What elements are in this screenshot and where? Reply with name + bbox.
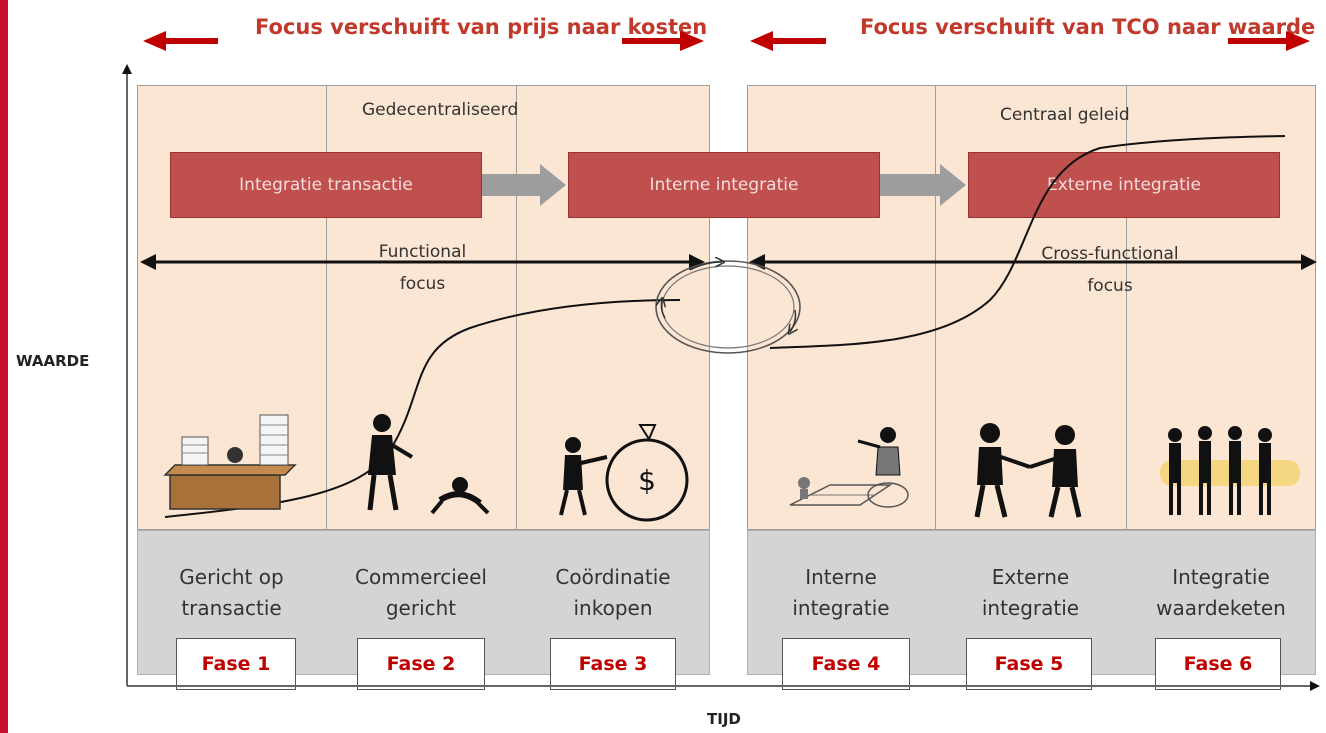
title-arrow-left-1 bbox=[143, 31, 218, 51]
phase-name-4: Interne integratie bbox=[792, 565, 890, 620]
phase-name-5: Externe integratie bbox=[981, 565, 1080, 620]
grey-arrow-1 bbox=[482, 164, 566, 206]
x-axis-label: TIJD bbox=[707, 710, 741, 728]
value-curve-left bbox=[164, 299, 681, 518]
fase-label-6: Fase 6 bbox=[1155, 638, 1281, 690]
title-arrow-right-1 bbox=[622, 31, 704, 51]
svg-text:$: $ bbox=[638, 464, 656, 497]
integration-bar-transaction: Integratie transactie bbox=[170, 152, 482, 218]
integration-bar-external: Externe integratie bbox=[968, 152, 1280, 218]
salesman-illustration bbox=[367, 414, 490, 515]
chess-illustration bbox=[789, 427, 909, 508]
left-accent-bar bbox=[0, 0, 8, 733]
decentralized-label: Gedecentraliseerd bbox=[362, 100, 519, 120]
fase-label-2: Fase 2 bbox=[357, 638, 485, 690]
column-divider bbox=[326, 85, 327, 530]
desk-papers-illustration bbox=[163, 414, 297, 510]
column-divider bbox=[1126, 85, 1127, 530]
y-axis-label: WAARDE bbox=[16, 352, 90, 370]
title-arrow-left-2 bbox=[750, 31, 826, 51]
integration-bar-internal: Interne integratie bbox=[568, 152, 880, 218]
money-bag-illustration: $ bbox=[559, 424, 689, 522]
phase-name-3: Coördinatie inkopen bbox=[555, 565, 671, 620]
column-divider bbox=[935, 85, 936, 530]
handshake-illustration bbox=[974, 423, 1082, 518]
transition-cycle bbox=[655, 261, 801, 354]
phase-name-1: Gericht op transactie bbox=[179, 565, 284, 620]
central-label: Centraal geleid bbox=[1000, 105, 1130, 125]
chain-people-illustration bbox=[1160, 426, 1300, 515]
phase-name-2: Commercieel gericht bbox=[355, 565, 487, 620]
fase-label-1: Fase 1 bbox=[176, 638, 296, 690]
fase-label-4: Fase 4 bbox=[782, 638, 910, 690]
grey-arrow-2 bbox=[880, 164, 966, 206]
column-divider bbox=[516, 85, 517, 530]
phase-name-6: Integratie waardeketen bbox=[1156, 565, 1286, 620]
fase-label-3: Fase 3 bbox=[550, 638, 676, 690]
value-curve-right bbox=[769, 135, 1286, 349]
fase-label-5: Fase 5 bbox=[966, 638, 1092, 690]
title-arrow-right-2 bbox=[1228, 31, 1310, 51]
